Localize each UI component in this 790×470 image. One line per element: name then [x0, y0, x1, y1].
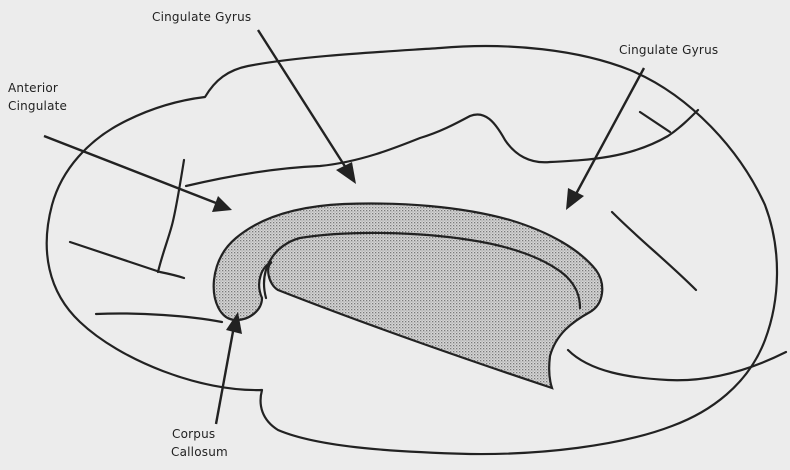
cingulate-sulcus — [186, 110, 698, 186]
arrow-corpus-callosum — [216, 312, 242, 424]
label-cingulate-gyrus-right: Cingulate Gyrus — [619, 42, 718, 58]
corpus-callosum — [214, 204, 603, 388]
parietal-sulcus — [612, 212, 696, 290]
arrow-anterior-cingulate — [44, 136, 232, 212]
frontal-sulcus — [70, 242, 184, 278]
label-anterior-cingulate-line1: Anterior — [8, 80, 58, 96]
frontal-sulcus — [96, 313, 222, 322]
label-corpus-callosum-line2: Callosum — [171, 444, 228, 460]
occipital-sulcus — [568, 350, 786, 380]
label-cingulate-gyrus-top: Cingulate Gyrus — [152, 9, 251, 25]
arrow-cingulate-gyrus-top — [258, 30, 356, 184]
arrow-cingulate-gyrus-right — [566, 68, 644, 210]
frontal-sulcus — [158, 160, 184, 272]
label-corpus-callosum-line1: Corpus — [172, 426, 215, 442]
label-anterior-cingulate-line2: Cingulate — [8, 98, 67, 114]
sulcus-branch — [640, 112, 670, 132]
